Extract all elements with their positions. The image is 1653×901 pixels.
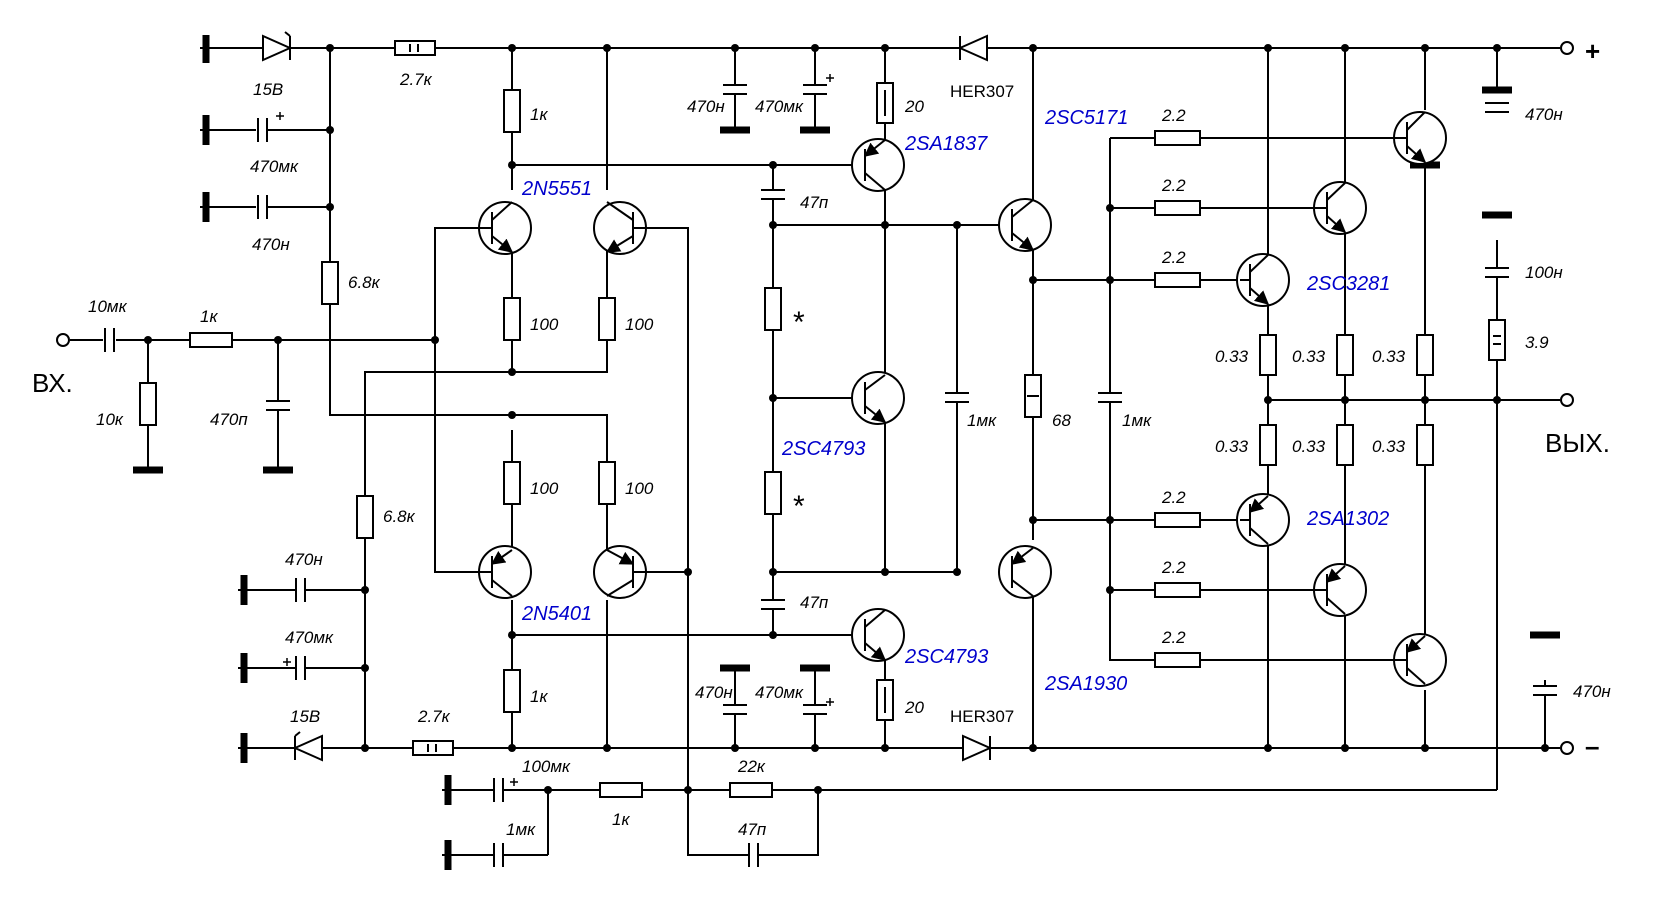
junctions [144,44,1549,794]
rin-10k-label: 10к [96,410,124,429]
c47p-bot-label: 47п [800,593,829,612]
capacitors [103,84,1557,867]
rfb-22k-label: 22к [737,757,766,776]
c1mk-mid-label: 1мк [967,411,997,430]
polarity-marks [276,74,834,786]
q-2sc5171-label: 2SC5171 [1044,107,1128,129]
q-2sc4793-vas-label: 2SC4793 [904,646,988,668]
plus-label: + [1585,36,1600,66]
her307-top-label: HER307 [950,82,1014,101]
cin-10mk-label: 10мк [88,297,128,316]
cfb-100mk-label: 100мк [522,757,571,776]
r68k-bot-label: 6.8к [383,507,416,526]
r22-b-label: 2.2 [1161,176,1186,195]
c470n-rail-bot-label: 470н [695,683,733,702]
r27k-top-label: 2.7к [399,70,433,89]
cin-470p-label: 470п [210,410,248,429]
star-2: * [793,490,805,523]
cfb-1mk-label: 1мк [506,820,536,839]
r033-e-label: 0.33 [1292,437,1326,456]
r033-c-label: 0.33 [1372,347,1406,366]
q-2sa1930-label: 2SA1930 [1044,673,1127,695]
transistors [470,111,1447,687]
c470n-bot-label: 470н [285,550,323,569]
c470n-rail-top-label: 470н [687,97,725,116]
r68-label: 68 [1052,411,1071,430]
r20-top-label: 20 [904,97,924,116]
r27k-bot-label: 2.7к [417,707,451,726]
q-2sa1302-label: 2SA1302 [1306,508,1389,530]
c470mk-rail-bot-label: 470мк [755,683,804,702]
r100-b-label: 100 [625,315,654,334]
output-label: ВЫХ. [1545,428,1610,458]
c470mk-rail-top-label: 470мк [755,97,804,116]
zener-bot-label: 15В [290,707,320,726]
r22-d-label: 2.2 [1161,488,1186,507]
r033-a-label: 0.33 [1215,347,1249,366]
r033-d-label: 0.33 [1215,437,1249,456]
r68k-top-label: 6.8к [348,273,381,292]
supply-bars [133,35,1560,870]
c470n-out-bot-label: 470н [1573,682,1611,701]
c470mk-top-label: 470мк [250,157,299,176]
cfb-47p-label: 47п [738,820,767,839]
c47p-top-label: 47п [800,193,829,212]
r100-a-label: 100 [530,315,559,334]
c470n-out-top-label: 470н [1525,105,1563,124]
r20-bot-label: 20 [904,698,924,717]
r22-f-label: 2.2 [1161,628,1186,647]
r100-d-label: 100 [625,479,654,498]
r1k-top-label: 1к [530,105,548,124]
q-2n5401-label: 2N5401 [521,603,592,625]
c1mk-drv-label: 1мк [1122,411,1152,430]
r22-e-label: 2.2 [1161,558,1186,577]
rfb-1k-label: 1к [612,810,630,829]
her307-bot-label: HER307 [950,707,1014,726]
r22-c-label: 2.2 [1161,248,1186,267]
r1k-bot-label: 1к [530,687,548,706]
diodes [262,31,993,762]
r033-b-label: 0.33 [1292,347,1326,366]
q-2sc4793-bias-label: 2SC4793 [781,438,865,460]
labels: ВХ. ВЫХ. + – 15В 15В 2.7к 2.7к 470мк 470… [32,36,1611,839]
minus-label: – [1585,731,1599,761]
input-label: ВХ. [32,368,73,398]
r100-c-label: 100 [530,479,559,498]
terminal-circles [56,41,1574,755]
r22-a-label: 2.2 [1161,106,1186,125]
c470n-top-label: 470н [252,235,290,254]
zener-top-label: 15В [253,80,283,99]
resistors [139,40,1506,798]
q-2sc3281-label: 2SC3281 [1306,273,1390,295]
rin-1k-label: 1к [200,307,218,326]
q-2n5551-label: 2N5551 [521,178,592,200]
r033-f-label: 0.33 [1372,437,1406,456]
star-1: * [793,306,805,339]
cap-gaps [106,86,1551,861]
c470mk-bot-label: 470мк [285,628,334,647]
r39-label: 3.9 [1525,333,1549,352]
q-2sa1837-label: 2SA1837 [904,133,988,155]
wires [70,47,1560,856]
c100n-out-label: 100н [1525,263,1563,282]
